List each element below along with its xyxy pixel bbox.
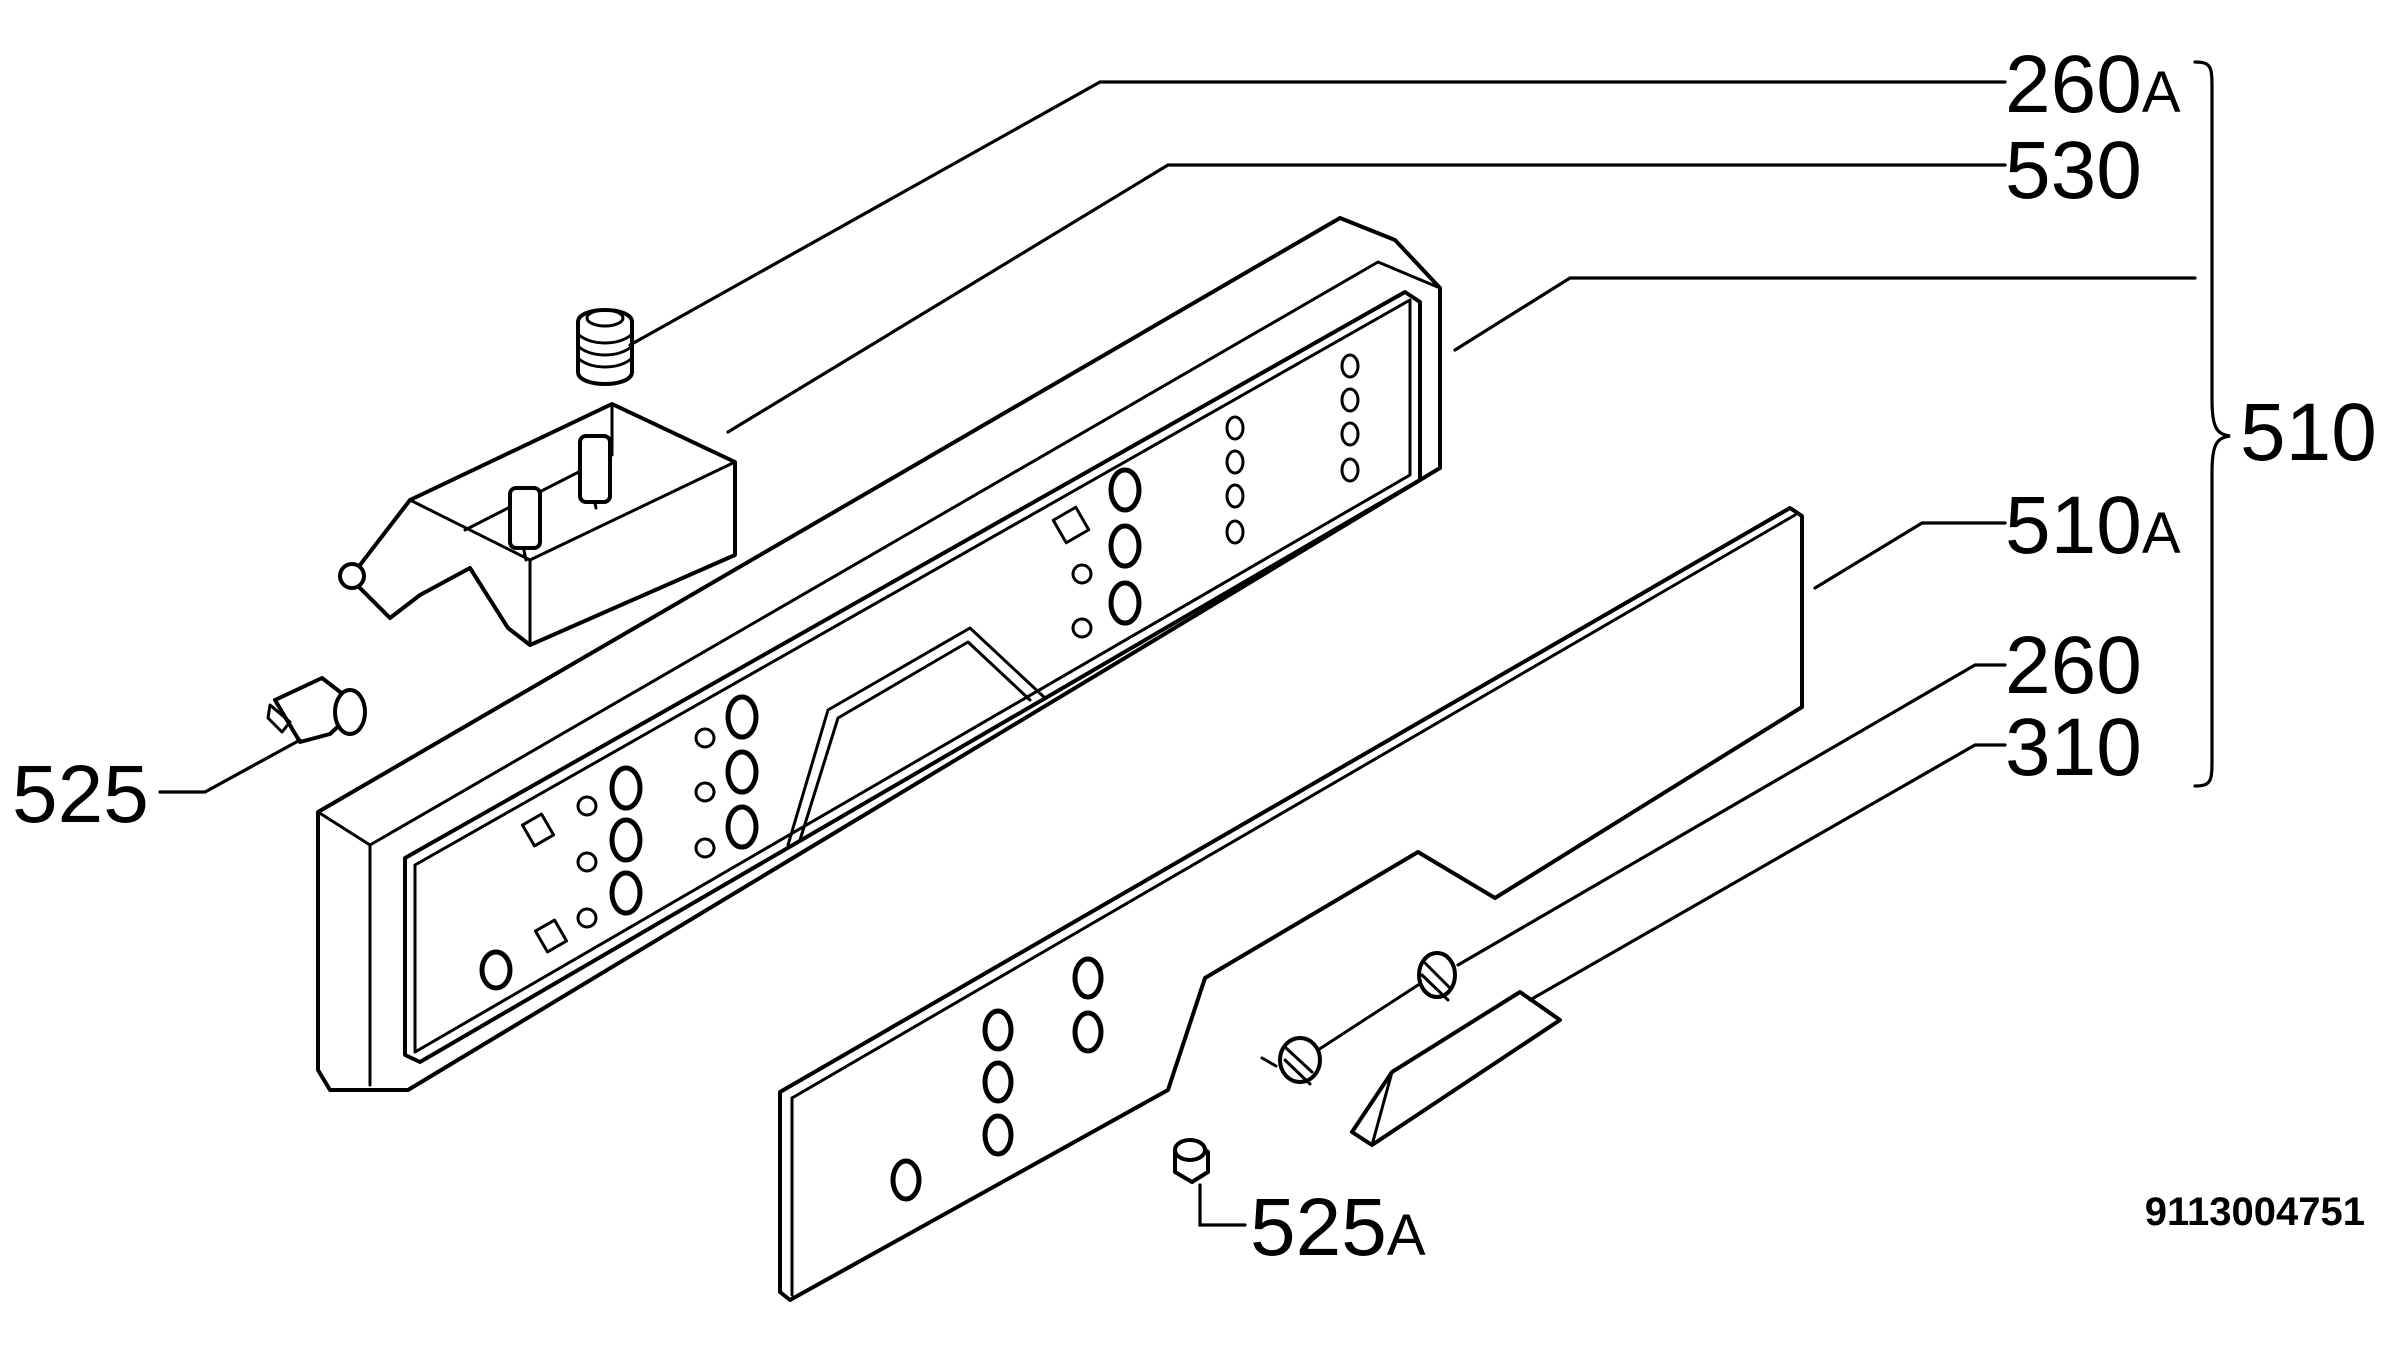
switch-bracket: [338, 402, 737, 647]
label-310: 310: [2005, 702, 2142, 793]
leader-525: [158, 738, 302, 794]
spring-small-left: [1260, 983, 1420, 1086]
label-260: 260: [2005, 620, 2142, 711]
spring-top: [576, 308, 634, 386]
label-510: 510: [2240, 387, 2377, 478]
leader-260: [1456, 663, 2007, 967]
group-brace-510: [2193, 60, 2231, 788]
label-510a: 510A: [2005, 480, 2181, 571]
leader-510a: [1813, 521, 2007, 590]
label-525: 525: [12, 749, 149, 840]
label-530: 530: [2005, 125, 2142, 216]
label-260a: 260A: [2005, 39, 2181, 130]
spring-small-right: [1417, 951, 1457, 1002]
leader-510: [1453, 276, 2197, 352]
document-id: 9113004751: [2145, 1190, 2365, 1234]
leader-310: [1528, 743, 2007, 1002]
fascia-plate: [778, 506, 1804, 1302]
control-panel-housing: [316, 216, 1442, 1092]
leader-530: [726, 163, 2007, 434]
leader-260a: [628, 80, 2007, 347]
leader-525a: [1198, 1183, 1247, 1227]
button-cap-left: [266, 676, 367, 744]
button-cap-bottom: [1173, 1138, 1210, 1184]
door-handle: [1350, 990, 1562, 1147]
label-525a: 525A: [1250, 1182, 1426, 1273]
